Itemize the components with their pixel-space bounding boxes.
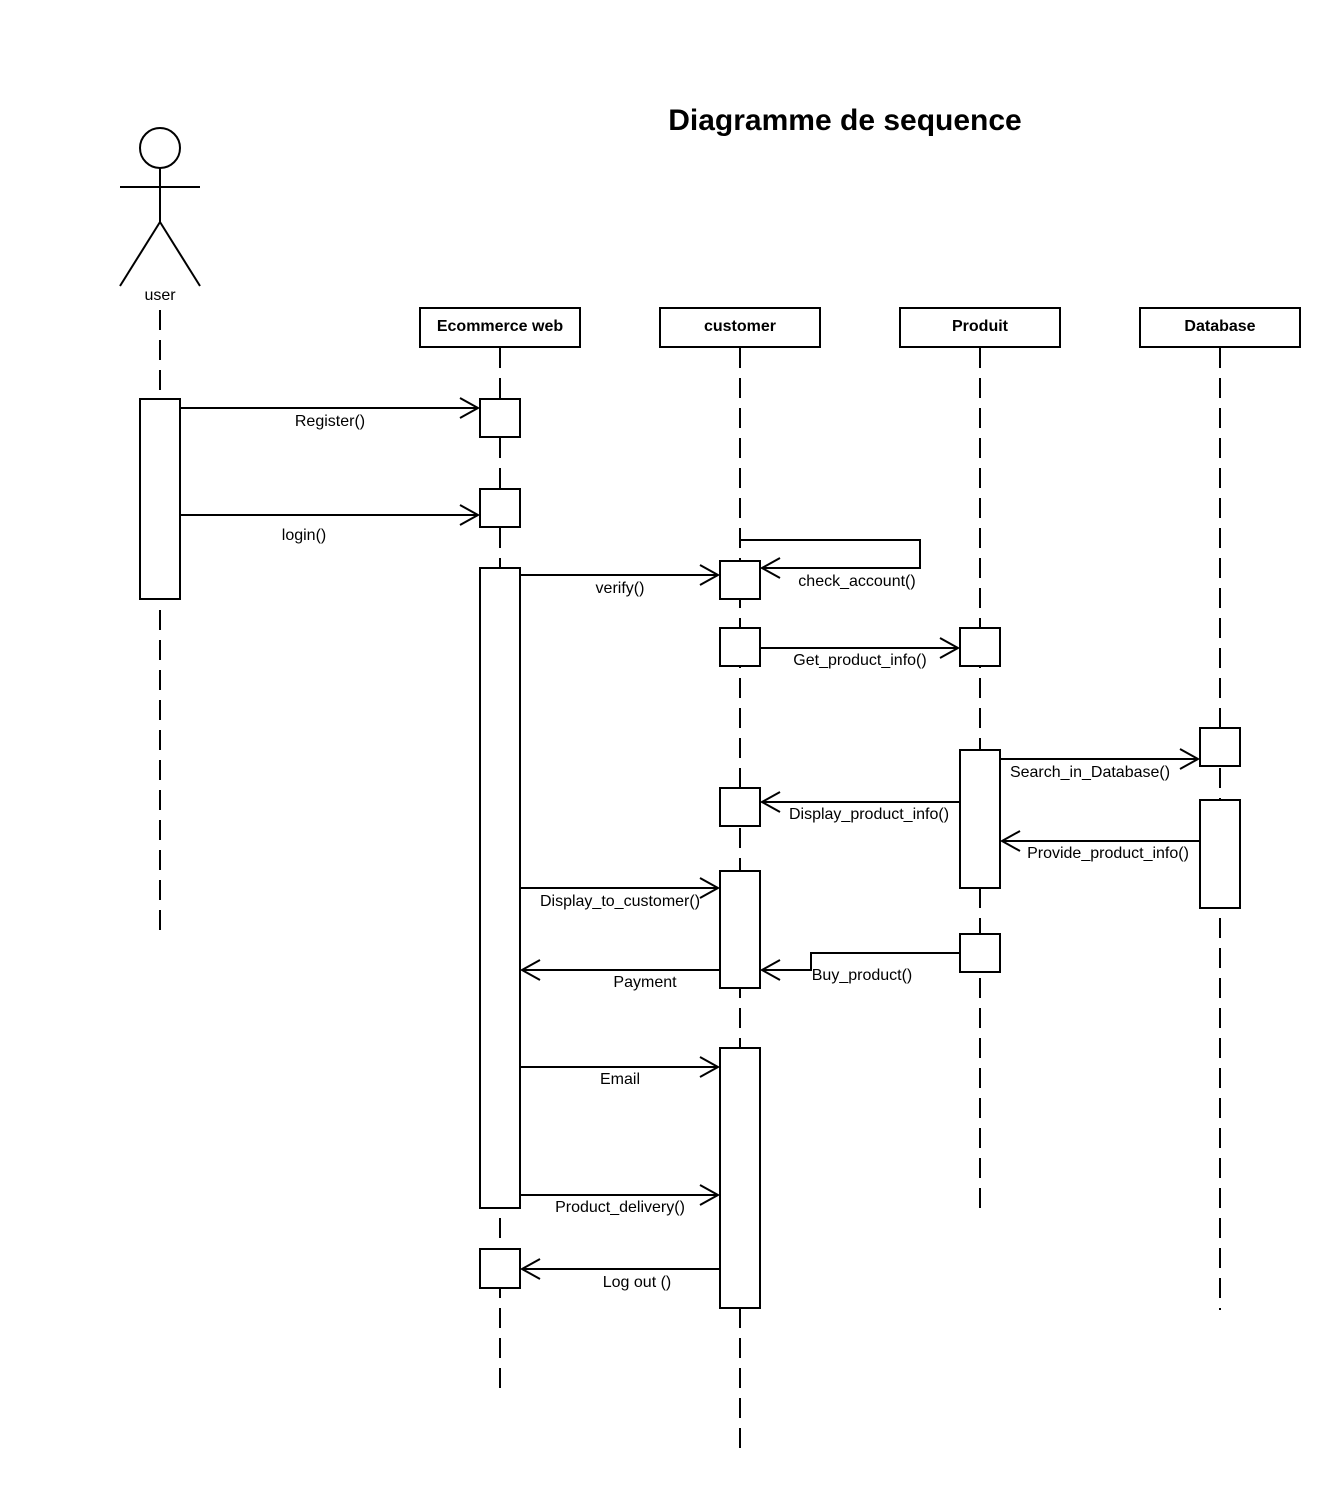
svg-text:Display_product_info(): Display_product_info() bbox=[789, 806, 949, 823]
svg-text:Database: Database bbox=[1184, 318, 1255, 335]
svg-text:Provide_product_info(): Provide_product_info() bbox=[1027, 845, 1189, 862]
activation-customer-display-info bbox=[719, 787, 761, 827]
message-display-to-customer: Display_to_customer() bbox=[520, 877, 721, 910]
svg-text:check_account(): check_account() bbox=[798, 573, 915, 590]
actor-user: user bbox=[119, 127, 201, 304]
svg-text:Get_product_info(): Get_product_info() bbox=[793, 652, 926, 669]
svg-text:Log out (): Log out () bbox=[603, 1274, 671, 1291]
activation-customer-get-info bbox=[719, 627, 761, 667]
participant-ecommerce-web: Ecommerce web bbox=[419, 307, 581, 348]
activation-customer-verify bbox=[719, 560, 761, 600]
message-product-delivery: Product_delivery() bbox=[520, 1184, 721, 1216]
svg-text:customer: customer bbox=[704, 318, 776, 335]
svg-text:Payment: Payment bbox=[613, 974, 677, 991]
actor-right-leg bbox=[159, 221, 201, 287]
svg-text:Display_to_customer(): Display_to_customer() bbox=[540, 893, 700, 910]
svg-text:Register(): Register() bbox=[295, 413, 365, 430]
participant-database: Database bbox=[1139, 307, 1301, 348]
activation-user bbox=[139, 398, 181, 600]
actor-head bbox=[139, 127, 181, 169]
svg-text:Ecommerce web: Ecommerce web bbox=[437, 318, 564, 335]
activation-web-main bbox=[479, 567, 521, 1209]
message-provide-product-info: Provide_product_info() bbox=[999, 830, 1200, 862]
activation-web-login bbox=[479, 488, 521, 528]
svg-text:Email: Email bbox=[600, 1071, 640, 1088]
activation-customer-final bbox=[719, 1047, 761, 1309]
svg-text:Product_delivery(): Product_delivery() bbox=[555, 1199, 685, 1216]
svg-text:login(): login() bbox=[282, 527, 326, 544]
message-email: Email bbox=[520, 1056, 721, 1088]
diagram-title: Diagramme de sequence bbox=[668, 104, 1021, 137]
participant-produit: Produit bbox=[899, 307, 1061, 348]
message-verify: verify() bbox=[520, 564, 721, 597]
message-buy-product: Buy_product() bbox=[759, 952, 960, 984]
svg-text:verify(): verify() bbox=[596, 580, 645, 597]
message-search-in-database: Search_in_Database() bbox=[1000, 748, 1201, 781]
actor-label: user bbox=[144, 287, 176, 304]
svg-text:Search_in_Database(): Search_in_Database() bbox=[1010, 764, 1170, 781]
svg-text:Produit: Produit bbox=[952, 318, 1009, 335]
participant-customer: customer bbox=[659, 307, 821, 348]
actor-left-leg bbox=[119, 221, 161, 287]
activation-customer-display bbox=[719, 870, 761, 989]
message-check-account: check_account() bbox=[740, 539, 921, 590]
activation-database-provide bbox=[1199, 799, 1241, 909]
message-login: login() bbox=[180, 504, 481, 544]
message-get-product-info: Get_product_info() bbox=[760, 637, 961, 669]
message-payment: Payment bbox=[519, 959, 720, 991]
activation-web-logout bbox=[479, 1248, 521, 1289]
activation-produit-get-info bbox=[959, 627, 1001, 667]
activation-web-register bbox=[479, 398, 521, 438]
activation-produit-search bbox=[959, 749, 1001, 889]
activation-database-search bbox=[1199, 727, 1241, 767]
message-log-out: Log out () bbox=[519, 1258, 720, 1291]
message-register: Register() bbox=[180, 397, 481, 430]
activation-produit-buy bbox=[959, 933, 1001, 973]
message-display-product-info: Display_product_info() bbox=[759, 791, 960, 823]
svg-text:Buy_product(): Buy_product() bbox=[812, 967, 913, 984]
